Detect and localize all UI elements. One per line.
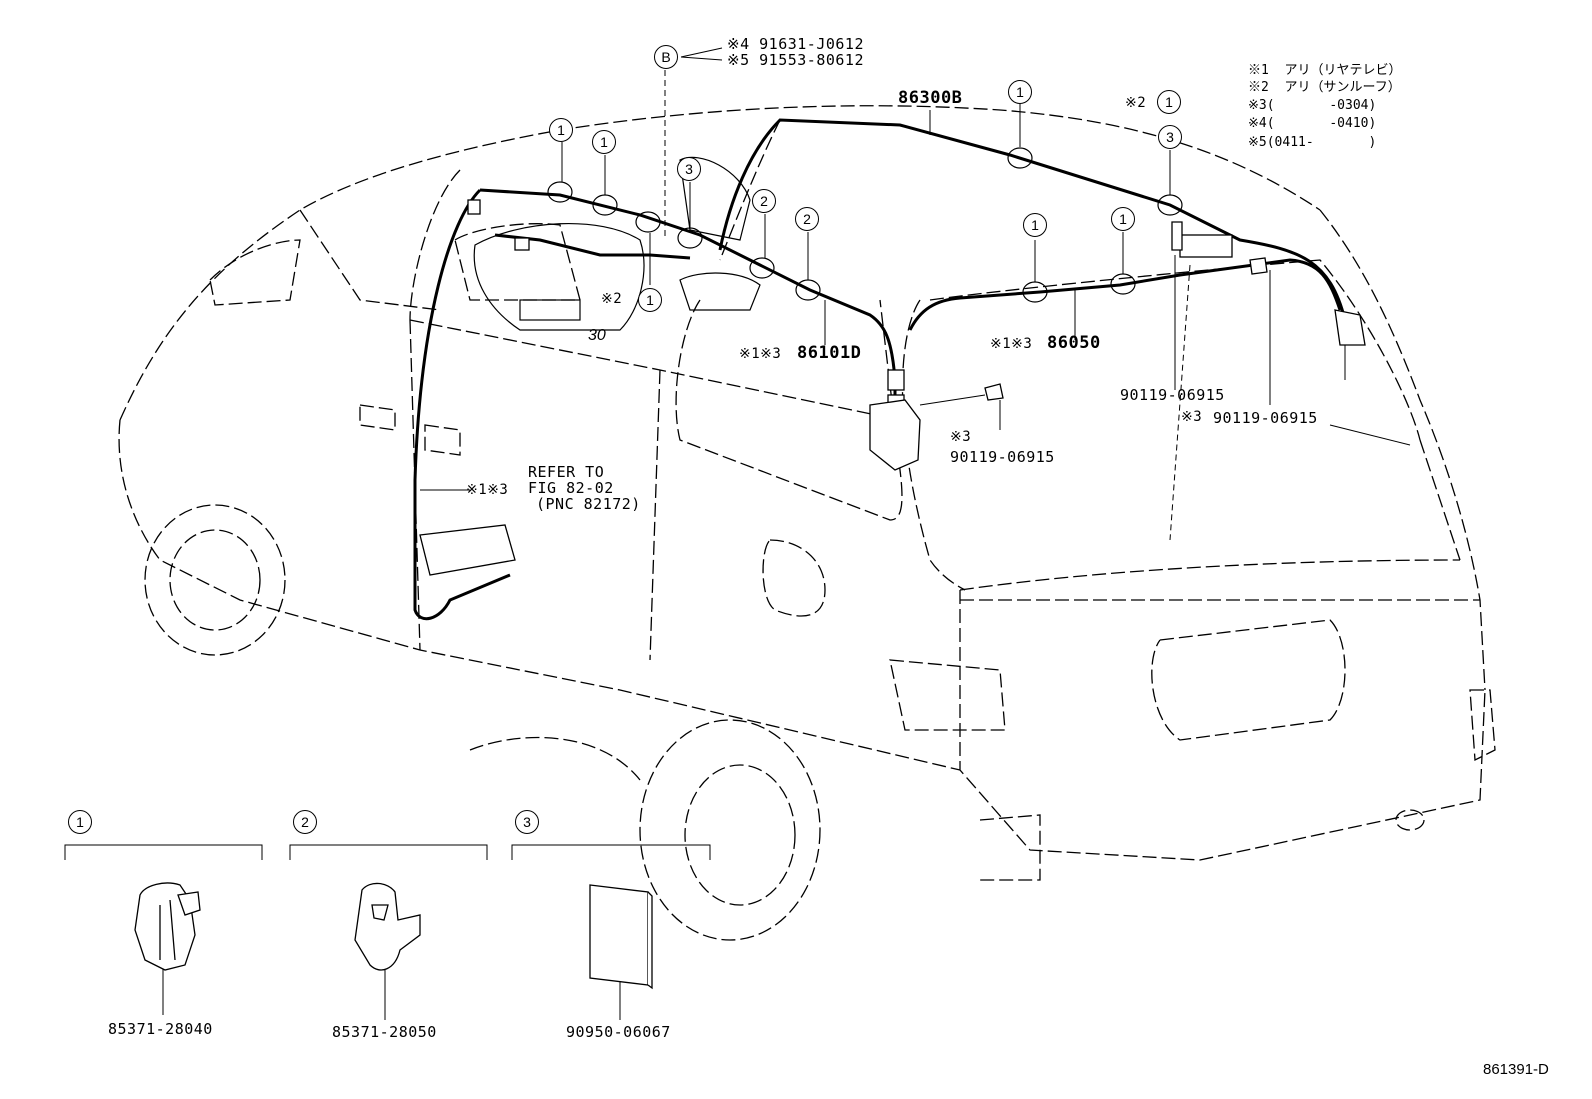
- harness-86050-label: 86050: [1047, 333, 1101, 353]
- legend-line-2: ※2 アリ（サンルーフ）: [1248, 80, 1401, 95]
- legend-line-3: ※3( -0304): [1248, 98, 1377, 113]
- bolt-right-label: 90119-06915: [1213, 409, 1318, 427]
- part-index-3: 3: [515, 810, 539, 834]
- figure-code: 861391-D: [1483, 1061, 1549, 1078]
- legend-line-4: ※4( -0410): [1248, 116, 1377, 131]
- clip-marker-2: 2: [752, 189, 776, 213]
- clip-marker-3: 3: [1158, 125, 1182, 149]
- clip-marker-1: 1: [549, 118, 573, 142]
- connectors: [419, 199, 1366, 576]
- b-part-4-label: ※4 91631-J0612: [727, 35, 864, 53]
- part-number-90950-06067: 90950-06067: [566, 1023, 671, 1041]
- dashboard-interior: 30: [473, 156, 761, 344]
- clip-marker-1: 1: [1023, 213, 1047, 237]
- leader-lines: [420, 47, 1411, 541]
- clip-marker-3: 3: [677, 157, 701, 181]
- bolt-center-label: 90119-06915: [1120, 386, 1225, 404]
- harness-86050-prefix: ※1※3: [990, 336, 1033, 352]
- harness-86101d-label: 86101D: [797, 343, 862, 363]
- clip-marker-1: 1: [1157, 90, 1181, 114]
- van-wheels: [144, 504, 1425, 941]
- b-part-5-label: ※5 91553-80612: [727, 51, 864, 69]
- b-marker-circle: B: [654, 45, 678, 69]
- van-body-outline: [118, 105, 1496, 881]
- clip-marker-1: 1: [592, 130, 616, 154]
- bolt-right-prefix: ※3: [1181, 409, 1203, 425]
- clip-85371-28040-illustration: [134, 882, 201, 971]
- bolts: [984, 221, 1268, 401]
- bolt-left-prefix: ※3: [950, 429, 972, 445]
- refer-line-3: (PNC 82172): [536, 495, 641, 513]
- legend-line-5: ※5(0411- ): [1248, 135, 1377, 150]
- legend-line-1: ※1 アリ（リヤテレビ）: [1248, 63, 1402, 78]
- clip-marker-1: 1: [638, 288, 662, 312]
- part-number-85371-28050: 85371-28050: [332, 1023, 437, 1041]
- tape-90950-06067-illustration: [589, 884, 653, 990]
- refer-prefix: ※1※3: [466, 482, 509, 498]
- part-index-2: 2: [293, 810, 317, 834]
- part-index-1: 1: [68, 810, 92, 834]
- clip-marker-2: 2: [795, 207, 819, 231]
- harness-86101d-prefix: ※1※3: [739, 346, 782, 362]
- harness-86300b-label: 86300B: [898, 88, 963, 108]
- wire-harness-86050: [908, 258, 1342, 331]
- clip-marker-1: 1: [1111, 207, 1135, 231]
- svg-text:30: 30: [588, 327, 606, 344]
- clip-85371-28050-illustration: [354, 882, 421, 971]
- refer-line-1: REFER TO: [528, 463, 605, 481]
- clip-marker-1: 1: [1008, 80, 1032, 104]
- bolt-left-label: 90119-06915: [950, 448, 1055, 466]
- roof-clip-note-prefix: ※2: [1125, 95, 1147, 111]
- part-number-85371-28040: 85371-28040: [108, 1020, 213, 1038]
- dash-note-prefix: ※2: [601, 291, 623, 307]
- refer-line-2: FIG 82-02: [528, 479, 614, 497]
